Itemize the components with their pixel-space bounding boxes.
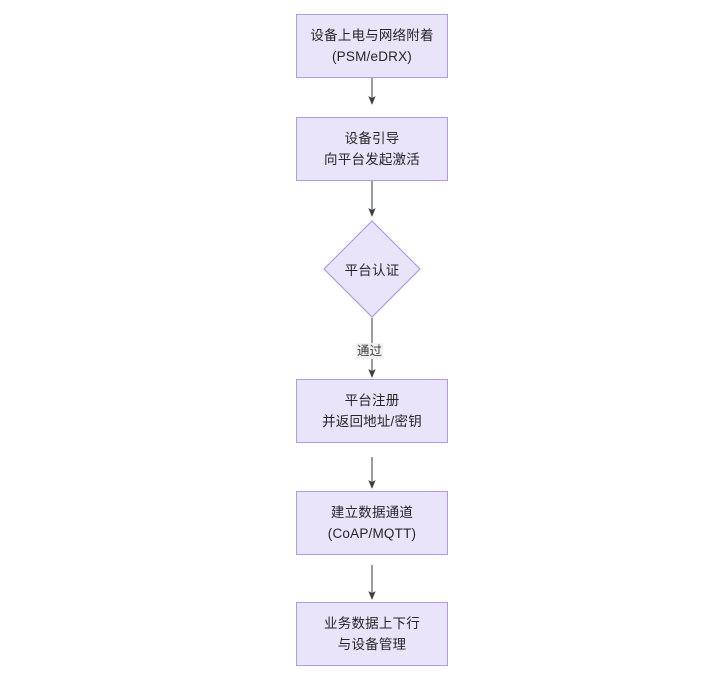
diamond-shape — [323, 220, 421, 318]
node-channel[interactable]: 建立数据通道 (CoAP/MQTT) — [296, 491, 448, 555]
node-data-service-line2: 与设备管理 — [337, 637, 407, 652]
node-data-service[interactable]: 业务数据上下行 与设备管理 — [296, 602, 448, 666]
edge-label-pass: 通过 — [356, 343, 384, 359]
node-channel-line1: 建立数据通道 — [330, 505, 414, 520]
node-power-on-line1: 设备上电与网络附着 — [310, 28, 434, 43]
node-auth[interactable]: 平台认证 — [323, 220, 421, 318]
node-register-line2: 并返回地址/密钥 — [322, 414, 422, 429]
node-register[interactable]: 平台注册 并返回地址/密钥 — [296, 379, 448, 443]
node-power-on[interactable]: 设备上电与网络附着 (PSM/eDRX) — [296, 14, 448, 78]
node-register-line1: 平台注册 — [344, 393, 400, 408]
node-power-on-line2: (PSM/eDRX) — [331, 49, 412, 64]
node-bootstrap-line2: 向平台发起激活 — [324, 152, 420, 167]
node-bootstrap[interactable]: 设备引导 向平台发起激活 — [296, 117, 448, 181]
node-bootstrap-line1: 设备引导 — [344, 131, 400, 146]
node-data-service-line1: 业务数据上下行 — [324, 616, 420, 631]
node-auth-label: 平台认证 — [344, 263, 400, 278]
node-channel-line2: (CoAP/MQTT) — [327, 526, 417, 541]
